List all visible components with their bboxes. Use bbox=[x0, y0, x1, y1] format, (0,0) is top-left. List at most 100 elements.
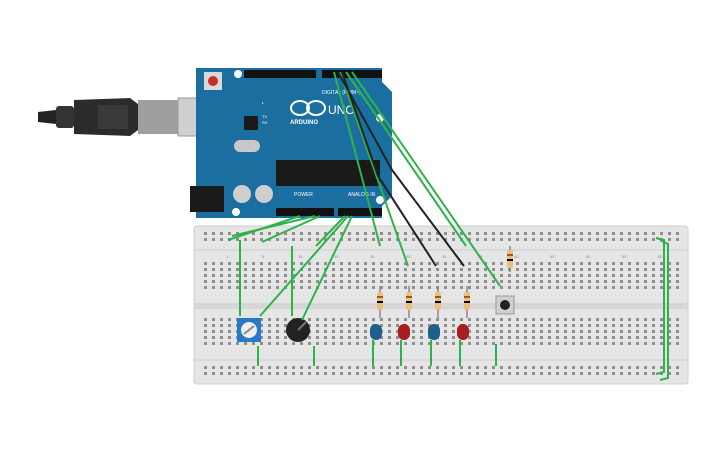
breadboard-hole[interactable] bbox=[380, 262, 383, 265]
breadboard-hole[interactable] bbox=[564, 324, 567, 327]
breadboard-hole[interactable] bbox=[276, 286, 279, 289]
breadboard-hole[interactable] bbox=[556, 366, 559, 369]
breadboard-hole[interactable] bbox=[564, 318, 567, 321]
breadboard-hole[interactable] bbox=[260, 372, 263, 375]
breadboard-hole[interactable] bbox=[612, 342, 615, 345]
breadboard-hole[interactable] bbox=[660, 274, 663, 277]
breadboard-hole[interactable] bbox=[500, 232, 503, 235]
breadboard-hole[interactable] bbox=[532, 366, 535, 369]
breadboard-hole[interactable] bbox=[396, 262, 399, 265]
breadboard-hole[interactable] bbox=[268, 232, 271, 235]
breadboard-hole[interactable] bbox=[596, 336, 599, 339]
breadboard-hole[interactable] bbox=[476, 268, 479, 271]
breadboard-hole[interactable] bbox=[404, 342, 407, 345]
breadboard-hole[interactable] bbox=[580, 232, 583, 235]
breadboard-hole[interactable] bbox=[588, 238, 591, 241]
breadboard-hole[interactable] bbox=[660, 366, 663, 369]
breadboard-hole[interactable] bbox=[532, 324, 535, 327]
breadboard-hole[interactable] bbox=[644, 324, 647, 327]
breadboard-hole[interactable] bbox=[644, 274, 647, 277]
breadboard-hole[interactable] bbox=[620, 318, 623, 321]
breadboard-hole[interactable] bbox=[444, 280, 447, 283]
breadboard-hole[interactable] bbox=[316, 318, 319, 321]
breadboard-hole[interactable] bbox=[604, 342, 607, 345]
breadboard-hole[interactable] bbox=[268, 330, 271, 333]
pushbutton[interactable] bbox=[495, 295, 515, 315]
breadboard-hole[interactable] bbox=[564, 366, 567, 369]
breadboard-hole[interactable] bbox=[348, 318, 351, 321]
breadboard-hole[interactable] bbox=[340, 330, 343, 333]
breadboard-hole[interactable] bbox=[460, 286, 463, 289]
breadboard-hole[interactable] bbox=[580, 262, 583, 265]
breadboard-hole[interactable] bbox=[628, 268, 631, 271]
breadboard-hole[interactable] bbox=[524, 286, 527, 289]
breadboard-hole[interactable] bbox=[444, 336, 447, 339]
breadboard-hole[interactable] bbox=[468, 238, 471, 241]
breadboard-hole[interactable] bbox=[516, 318, 519, 321]
breadboard-hole[interactable] bbox=[484, 268, 487, 271]
breadboard-hole[interactable] bbox=[404, 238, 407, 241]
breadboard-hole[interactable] bbox=[564, 274, 567, 277]
breadboard-hole[interactable] bbox=[220, 280, 223, 283]
breadboard-hole[interactable] bbox=[340, 366, 343, 369]
breadboard-hole[interactable] bbox=[652, 342, 655, 345]
breadboard-hole[interactable] bbox=[588, 268, 591, 271]
breadboard-hole[interactable] bbox=[508, 280, 511, 283]
breadboard-hole[interactable] bbox=[644, 366, 647, 369]
breadboard-hole[interactable] bbox=[260, 280, 263, 283]
breadboard-hole[interactable] bbox=[572, 366, 575, 369]
breadboard-hole[interactable] bbox=[420, 268, 423, 271]
breadboard-hole[interactable] bbox=[588, 372, 591, 375]
breadboard-hole[interactable] bbox=[596, 330, 599, 333]
breadboard-hole[interactable] bbox=[516, 274, 519, 277]
breadboard-hole[interactable] bbox=[508, 232, 511, 235]
breadboard-hole[interactable] bbox=[612, 238, 615, 241]
breadboard-hole[interactable] bbox=[476, 274, 479, 277]
breadboard-hole[interactable] bbox=[460, 232, 463, 235]
breadboard-hole[interactable] bbox=[556, 232, 559, 235]
breadboard-hole[interactable] bbox=[412, 318, 415, 321]
breadboard-hole[interactable] bbox=[404, 280, 407, 283]
breadboard-hole[interactable] bbox=[324, 238, 327, 241]
breadboard-hole[interactable] bbox=[452, 330, 455, 333]
breadboard-hole[interactable] bbox=[452, 366, 455, 369]
breadboard-hole[interactable] bbox=[492, 238, 495, 241]
breadboard-hole[interactable] bbox=[388, 336, 391, 339]
breadboard-hole[interactable] bbox=[468, 286, 471, 289]
breadboard-hole[interactable] bbox=[452, 372, 455, 375]
breadboard-hole[interactable] bbox=[628, 342, 631, 345]
breadboard-hole[interactable] bbox=[524, 330, 527, 333]
breadboard-hole[interactable] bbox=[500, 268, 503, 271]
breadboard-hole[interactable] bbox=[276, 366, 279, 369]
breadboard-hole[interactable] bbox=[604, 324, 607, 327]
breadboard-hole[interactable] bbox=[516, 262, 519, 265]
breadboard-hole[interactable] bbox=[316, 366, 319, 369]
breadboard-hole[interactable] bbox=[220, 268, 223, 271]
breadboard-hole[interactable] bbox=[556, 318, 559, 321]
breadboard-hole[interactable] bbox=[636, 274, 639, 277]
breadboard-hole[interactable] bbox=[244, 280, 247, 283]
breadboard-hole[interactable] bbox=[596, 324, 599, 327]
breadboard-hole[interactable] bbox=[324, 336, 327, 339]
breadboard-hole[interactable] bbox=[572, 336, 575, 339]
breadboard-hole[interactable] bbox=[636, 372, 639, 375]
breadboard-hole[interactable] bbox=[244, 238, 247, 241]
breadboard-hole[interactable] bbox=[212, 330, 215, 333]
breadboard-hole[interactable] bbox=[332, 342, 335, 345]
breadboard-hole[interactable] bbox=[668, 274, 671, 277]
breadboard-hole[interactable] bbox=[348, 330, 351, 333]
breadboard-hole[interactable] bbox=[620, 342, 623, 345]
breadboard-hole[interactable] bbox=[588, 318, 591, 321]
breadboard-hole[interactable] bbox=[668, 336, 671, 339]
breadboard-hole[interactable] bbox=[428, 324, 431, 327]
breadboard-hole[interactable] bbox=[332, 324, 335, 327]
breadboard-hole[interactable] bbox=[260, 232, 263, 235]
breadboard-hole[interactable] bbox=[436, 268, 439, 271]
breadboard-hole[interactable] bbox=[508, 372, 511, 375]
breadboard-hole[interactable] bbox=[468, 342, 471, 345]
breadboard-hole[interactable] bbox=[532, 232, 535, 235]
breadboard-hole[interactable] bbox=[292, 342, 295, 345]
breadboard-hole[interactable] bbox=[676, 262, 679, 265]
breadboard-hole[interactable] bbox=[556, 262, 559, 265]
breadboard-hole[interactable] bbox=[372, 232, 375, 235]
